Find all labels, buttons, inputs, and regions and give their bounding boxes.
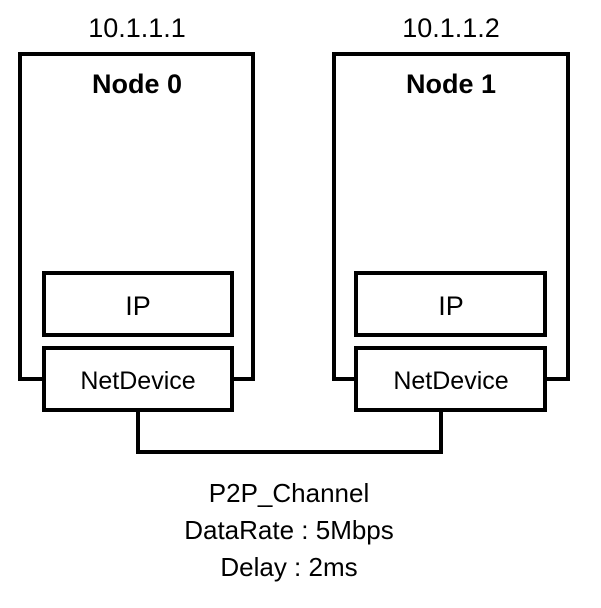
channel-delay: Delay : 2ms: [220, 552, 357, 582]
node-0-address: 10.1.1.1: [88, 13, 186, 43]
node-1-ip-label: IP: [438, 291, 464, 321]
node-1-ip-layer: [354, 271, 547, 337]
node-1-netdevice: [354, 346, 547, 412]
node-1-title: Node 1: [406, 69, 496, 99]
node-1-address: 10.1.1.2: [402, 13, 500, 43]
node-0-ip-label: IP: [125, 291, 151, 321]
node-0-title: Node 0: [92, 69, 182, 99]
channel-name: P2P_Channel: [209, 478, 369, 508]
channel-data-rate: DataRate : 5Mbps: [184, 515, 394, 545]
p2p-channel-link: [136, 410, 443, 454]
node-0: 10.1.1.1 Node 0 IP NetDevice: [18, 13, 255, 412]
channel-info: P2P_Channel DataRate : 5Mbps Delay : 2ms: [184, 478, 394, 582]
node-1-netdevice-label: NetDevice: [393, 367, 508, 395]
node-1: 10.1.1.2 Node 1 IP NetDevice: [332, 13, 570, 412]
node-0-netdevice-label: NetDevice: [80, 367, 195, 395]
node-0-ip-layer: [42, 271, 234, 337]
